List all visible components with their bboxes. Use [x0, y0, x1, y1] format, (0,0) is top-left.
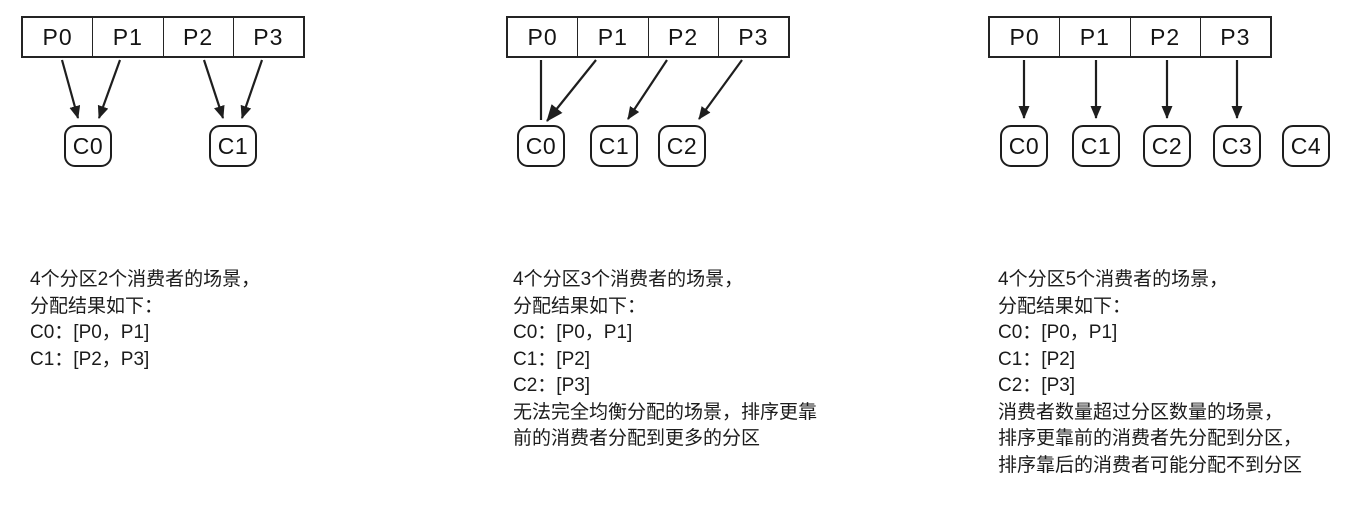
caption-line: 前的消费者分配到更多的分区	[513, 428, 761, 449]
caption-line: 无法完全均衡分配的场景，排序更靠	[513, 401, 818, 423]
consumer-box-c2: C2	[658, 125, 706, 167]
caption-line: 分配结果如下：	[513, 295, 647, 317]
consumer-box-c0: C0	[1000, 125, 1048, 167]
partition-cell-p0: P0	[508, 18, 579, 56]
caption: 4个分区5个消费者的场景， 分配结果如下： C0：[P0，P1] C1：[P2]…	[998, 267, 1302, 479]
caption-line: 4个分区2个消费者的场景，	[30, 269, 261, 290]
caption: 4个分区2个消费者的场景， 分配结果如下： C0：[P0，P1] C1：[P2，…	[30, 267, 260, 373]
partition-cell-p0: P0	[23, 18, 94, 56]
panel-4p-5c: P0 P1 P2 P3 C0 C1 C2 C3 C4 4个分区5个消费者的场景，…	[987, 16, 1358, 496]
consumer-box-c1: C1	[1072, 125, 1120, 167]
partition-row: P0 P1 P2 P3	[506, 16, 790, 58]
partition-cell-p3: P3	[1220, 23, 1251, 50]
caption: 4个分区3个消费者的场景， 分配结果如下： C0：[P0，P1] C1：[P2]…	[513, 267, 817, 453]
caption-line: C0：[P0，P1]	[513, 322, 633, 343]
consumer-box-c1: C1	[209, 125, 257, 167]
partition-cell-p0: P0	[990, 18, 1061, 56]
consumer-box-c1: C1	[590, 125, 638, 167]
caption-line: C1：[P2]	[998, 348, 1076, 370]
caption-line: 排序更靠前的消费者先分配到分区，	[998, 428, 1303, 449]
caption-line: 排序靠后的消费者可能分配不到分区	[998, 454, 1303, 476]
caption-line: 消费者数量超过分区数量的场景，	[998, 401, 1284, 423]
consumer-box-c2: C2	[1143, 125, 1191, 167]
caption-line: C2：[P3]	[513, 375, 591, 396]
caption-line: 4个分区3个消费者的场景，	[513, 269, 744, 290]
consumer-box-c4: C4	[1282, 125, 1330, 167]
consumer-box-c0: C0	[64, 125, 112, 167]
panel-4p-3c: P0 P1 P2 P3 C0 C1 C2 4个分区3个消费者的场景，	[505, 16, 885, 496]
partition-cell-p2: P2	[649, 18, 719, 56]
partition-row: P0 P1 P2 P3	[21, 16, 305, 58]
partition-cell-p2: P2	[1131, 18, 1201, 56]
partition-row: P0 P1 P2 P3	[988, 16, 1272, 58]
caption-line: C1：[P2，P3]	[30, 348, 150, 370]
consumer-box-c0: C0	[517, 125, 565, 167]
caption-line: 分配结果如下：	[998, 295, 1132, 317]
caption-line: C1：[P2]	[513, 348, 591, 370]
caption-line: C0：[P0，P1]	[30, 322, 150, 343]
caption-line: C2：[P3]	[998, 375, 1076, 396]
caption-line: C0：[P0，P1]	[998, 322, 1118, 343]
partition-cell-p1: P1	[578, 18, 649, 56]
partition-cell-p1: P1	[1060, 18, 1131, 56]
caption-line: 分配结果如下：	[30, 295, 164, 317]
caption-line: 4个分区5个消费者的场景，	[998, 269, 1229, 290]
partition-cell-p1: P1	[93, 18, 164, 56]
panel-4p-2c: P0 P1 P2 P3 C0 C1 4个分区2个消费者的场景， 分配结果如下： …	[20, 16, 400, 496]
partition-cell-p3: P3	[738, 23, 769, 50]
partition-cell-p3: P3	[253, 23, 284, 50]
consumer-box-c3: C3	[1213, 125, 1261, 167]
partition-cell-p2: P2	[164, 18, 234, 56]
